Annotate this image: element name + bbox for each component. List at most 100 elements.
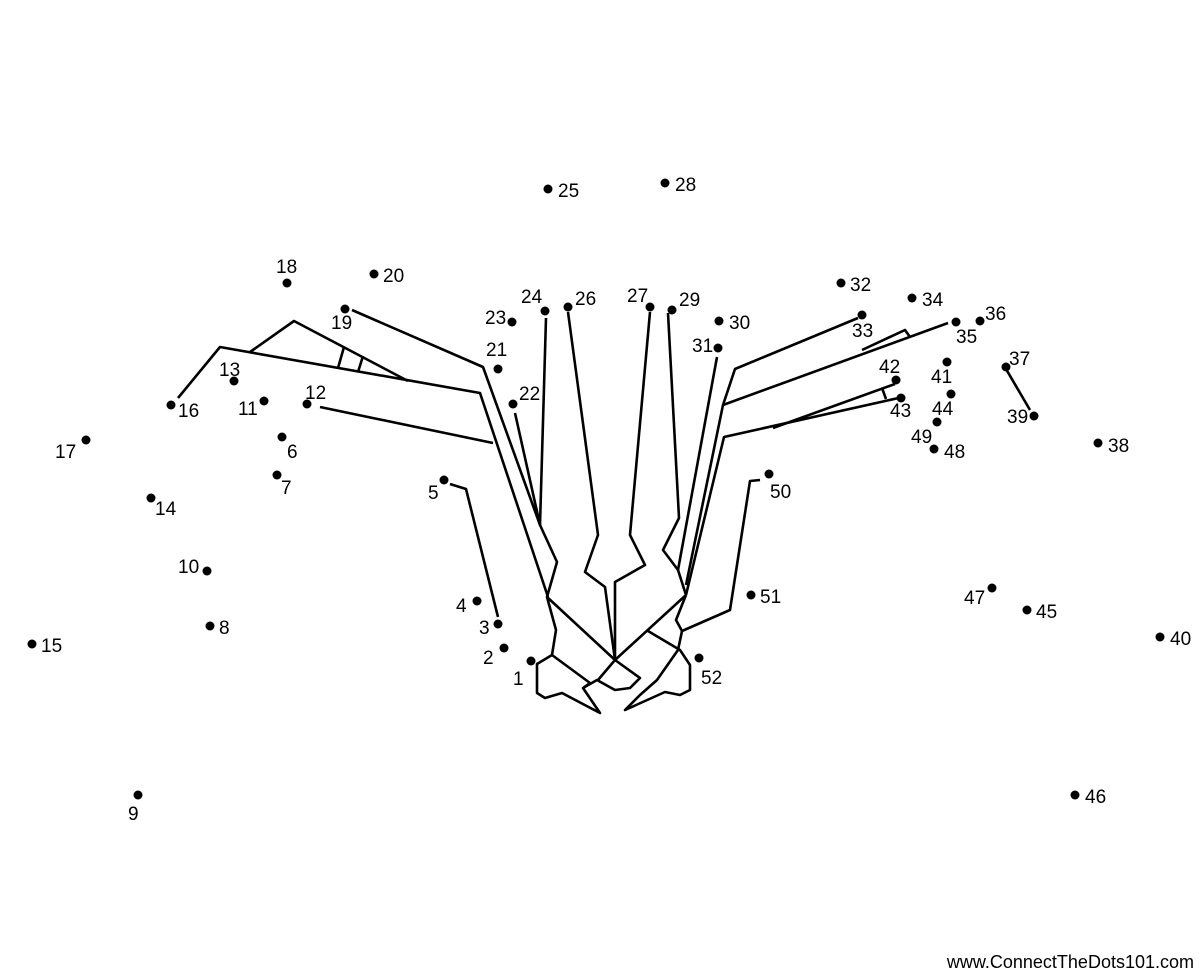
- dot-marker: [439, 475, 449, 485]
- outline-stroke: [449, 482, 500, 618]
- dot-number: 24: [521, 287, 543, 308]
- dot-50: 50: [764, 469, 791, 503]
- dot-marker: [1093, 438, 1103, 448]
- dot-marker: [1022, 605, 1032, 615]
- dot-marker: [907, 293, 917, 303]
- dot-number: 29: [679, 290, 700, 311]
- dot-14: 14: [146, 493, 177, 520]
- dot-marker: [507, 317, 517, 327]
- dot-number: 27: [627, 286, 648, 307]
- dot-number: 50: [770, 482, 791, 503]
- dot-29: 29: [667, 290, 700, 315]
- dot-19: 19: [331, 304, 352, 334]
- outline-stroke: [566, 311, 617, 661]
- dot-marker: [667, 305, 677, 315]
- dot-38: 38: [1093, 436, 1129, 457]
- dot-marker: [472, 596, 482, 606]
- dot-16: 16: [166, 400, 199, 422]
- outline-stroke: [351, 308, 542, 526]
- dot-number: 49: [911, 427, 932, 448]
- dot-number: 38: [1108, 436, 1129, 457]
- dot-48: 48: [929, 442, 965, 463]
- dot-15: 15: [27, 636, 62, 657]
- dot-28: 28: [660, 175, 696, 196]
- dots-layer: 1234567891011121314151617181920212223242…: [27, 175, 1191, 825]
- dot-number: 40: [1170, 629, 1191, 650]
- outline-stroke: [319, 405, 494, 445]
- dot-26: 26: [563, 289, 596, 312]
- outline-stroke: [546, 594, 687, 662]
- dot-marker: [229, 376, 239, 386]
- dot-35: 35: [951, 317, 977, 348]
- dot-marker: [946, 389, 956, 399]
- dot-34: 34: [907, 290, 944, 311]
- dot-39: 39: [1007, 407, 1039, 428]
- outline-stroke: [684, 395, 904, 596]
- outline-stroke: [336, 346, 346, 369]
- dot-23: 23: [485, 308, 517, 329]
- outline-stroke: [684, 316, 859, 586]
- dot-number: 32: [850, 275, 871, 296]
- dot-marker: [493, 364, 503, 374]
- dot-36: 36: [975, 304, 1006, 326]
- dot-number: 8: [219, 618, 230, 639]
- dot-marker: [660, 178, 670, 188]
- dot-number: 48: [944, 442, 965, 463]
- dot-number: 6: [287, 442, 298, 463]
- dot-52: 52: [694, 653, 722, 689]
- dot-25: 25: [543, 181, 579, 202]
- dot-number: 43: [890, 401, 911, 422]
- dot-number: 26: [575, 289, 596, 310]
- dot-number: 22: [519, 384, 540, 405]
- dot-marker: [302, 399, 312, 409]
- dot-marker: [340, 304, 350, 314]
- dot-number: 45: [1036, 602, 1057, 623]
- dot-33: 33: [852, 310, 873, 342]
- dot-marker: [563, 302, 573, 312]
- dot-marker: [764, 469, 774, 479]
- dot-6: 6: [277, 432, 298, 463]
- dot-marker: [508, 399, 518, 409]
- dot-number: 34: [922, 290, 944, 311]
- predrawn-outline: [176, 308, 1032, 715]
- dot-marker: [929, 444, 939, 454]
- dot-number: 3: [479, 618, 490, 639]
- dot-47: 47: [964, 583, 997, 609]
- dot-number: 39: [1007, 407, 1028, 428]
- dot-marker: [166, 400, 176, 410]
- dot-marker: [975, 316, 985, 326]
- dot-9: 9: [128, 790, 143, 825]
- dot-51: 51: [746, 587, 781, 608]
- dot-number: 15: [41, 636, 62, 657]
- outline-stroke: [551, 653, 642, 692]
- outline-stroke: [676, 356, 719, 571]
- dot-marker: [499, 643, 509, 653]
- dot-40: 40: [1155, 629, 1191, 650]
- dot-marker: [146, 493, 156, 503]
- dot-45: 45: [1022, 602, 1057, 623]
- dot-17: 17: [55, 435, 91, 463]
- dot-number: 28: [675, 175, 696, 196]
- dot-number: 18: [276, 257, 297, 278]
- dot-number: 47: [964, 588, 985, 609]
- outline-stroke: [1004, 368, 1032, 411]
- dot-number: 37: [1009, 349, 1030, 370]
- dot-number: 20: [383, 266, 404, 287]
- dot-number: 2: [483, 648, 494, 669]
- dot-number: 14: [155, 499, 177, 520]
- dot-marker: [694, 653, 704, 663]
- dot-21: 21: [486, 340, 507, 374]
- dot-13: 13: [219, 360, 240, 386]
- dot-number: 16: [178, 401, 199, 422]
- dot-46: 46: [1070, 787, 1106, 808]
- dot-8: 8: [205, 618, 230, 639]
- outline-stroke: [513, 412, 542, 526]
- dot-marker: [493, 619, 503, 629]
- dot-number: 4: [456, 596, 467, 617]
- dot-42: 42: [879, 357, 901, 385]
- dot-marker: [932, 417, 942, 427]
- website-credit: www.ConnectTheDots101.com: [946, 952, 1194, 972]
- dot-number: 52: [701, 668, 722, 689]
- dot-5: 5: [428, 475, 449, 504]
